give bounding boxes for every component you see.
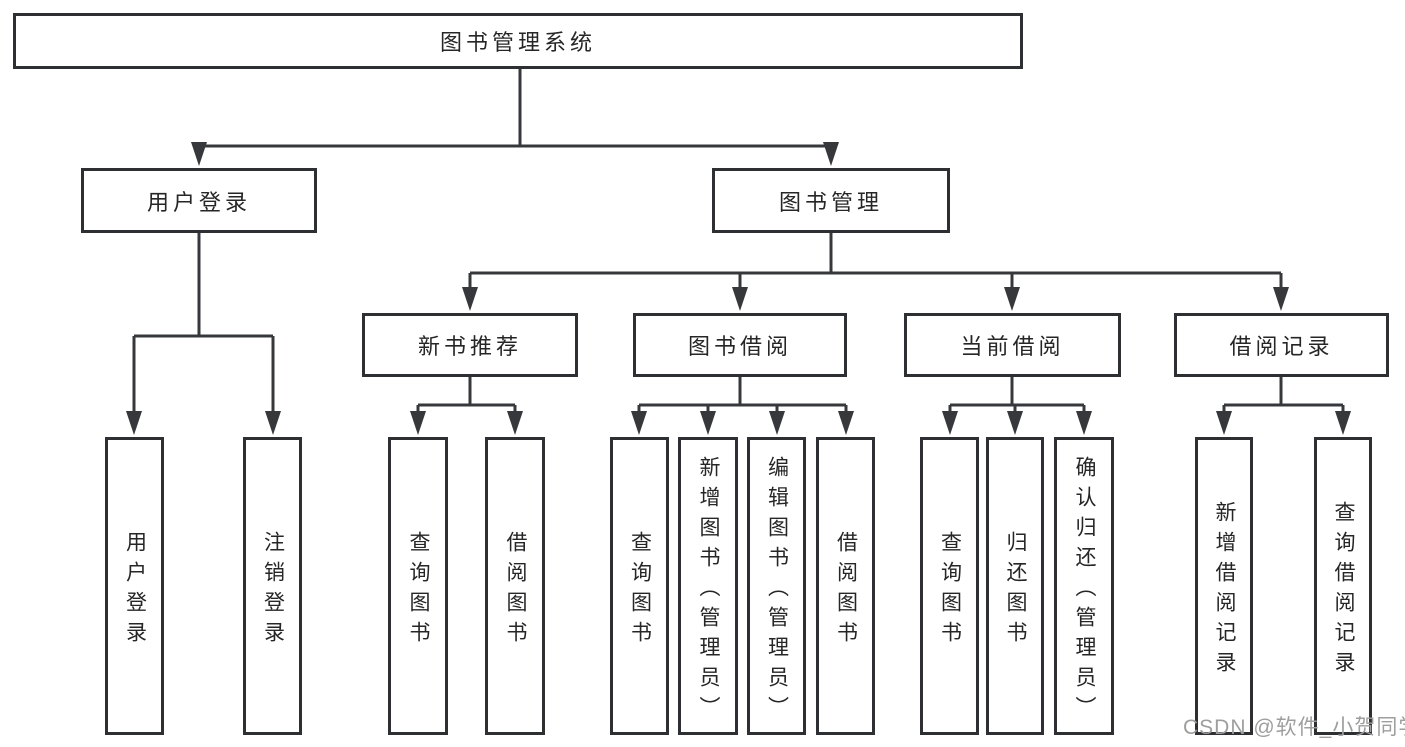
leaf-query-books-borrow: 查询图书: [610, 437, 669, 735]
csdn-watermark: CSDN @软件_小贺同学: [1183, 716, 1405, 739]
leaf-add-borrow-record: 新增借阅记录: [1195, 437, 1253, 735]
node-borrowing-records: 借阅记录: [1174, 313, 1389, 377]
leaf-edit-books-admin: 编辑图书（管理员）: [747, 437, 806, 735]
node-new-book-recommendation: 新书推荐: [362, 313, 578, 377]
node-current-borrowing: 当前借阅: [904, 313, 1121, 377]
node-library-system: 图书管理系统: [13, 13, 1023, 69]
node-user-login: 用户登录: [81, 168, 317, 233]
leaf-logout: 注销登录: [243, 437, 302, 735]
leaf-add-books-admin: 新增图书（管理员）: [678, 437, 738, 735]
leaf-query-books-current: 查询图书: [920, 437, 979, 735]
leaf-return-books: 归还图书: [986, 437, 1044, 735]
node-book-management: 图书管理: [712, 168, 950, 233]
leaf-borrow-books-borrow: 借阅图书: [816, 437, 875, 735]
leaf-query-books-recommend: 查询图书: [388, 437, 448, 735]
node-book-borrowing: 图书借阅: [633, 313, 847, 377]
leaf-borrow-books-recommend: 借阅图书: [485, 437, 545, 735]
leaf-confirm-return-admin: 确认归还（管理员）: [1054, 437, 1114, 735]
leaf-user-login: 用户登录: [105, 437, 164, 735]
leaf-query-borrow-record: 查询借阅记录: [1314, 437, 1372, 735]
